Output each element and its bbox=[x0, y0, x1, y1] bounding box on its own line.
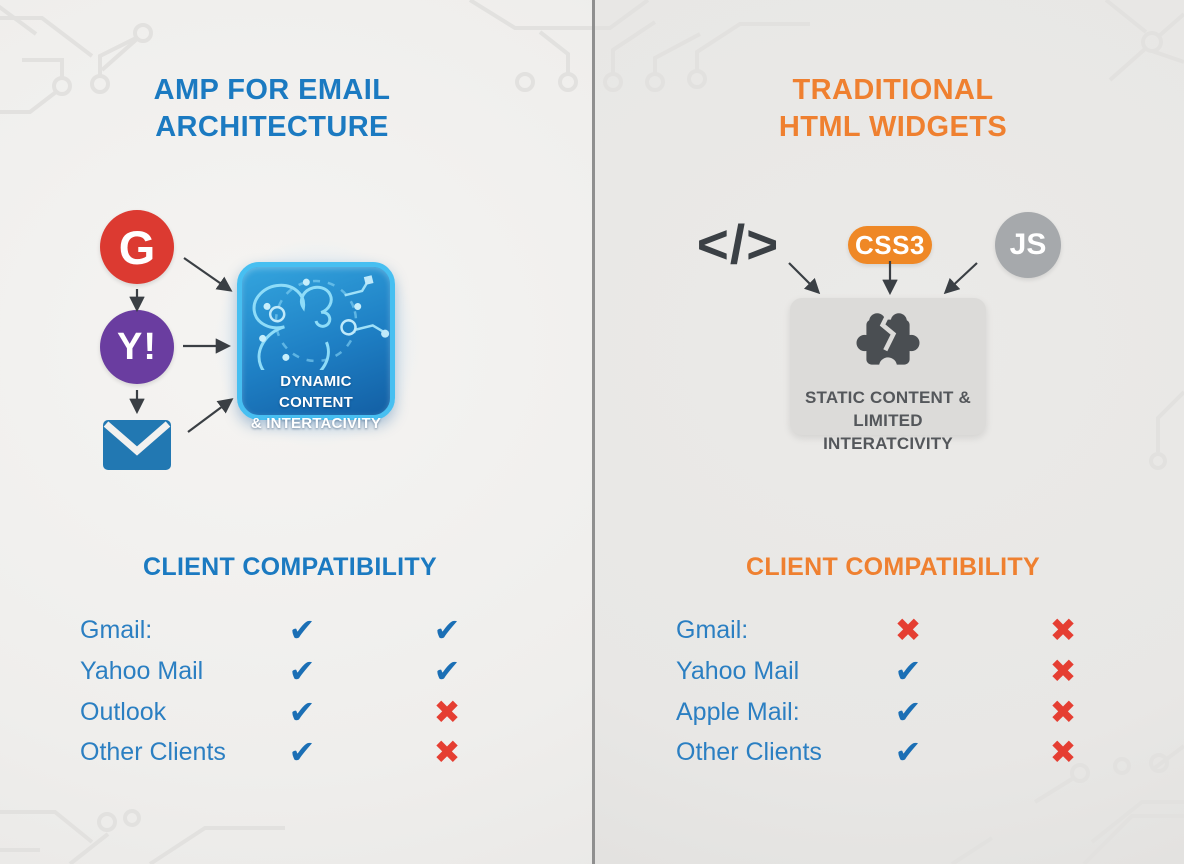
dynamic-spiral-icon bbox=[252, 275, 390, 370]
support-mark: ✔ bbox=[894, 734, 922, 770]
compat-row-gmail: Gmail: ✔ ✔ bbox=[80, 610, 520, 652]
amp-dynamic-box: DYNAMIC CONTENT & INTERTACIVITY bbox=[237, 262, 395, 432]
amp-title-line2: ARCHITECTURE bbox=[155, 111, 389, 143]
support-mark: ✔ bbox=[433, 653, 461, 689]
support-mark: ✔ bbox=[894, 653, 922, 689]
support-mark: ✖ bbox=[1049, 612, 1077, 648]
yahoo-icon: Y! bbox=[100, 310, 174, 384]
client-label: Other Clients bbox=[676, 738, 822, 766]
static-box-label-line2: LIMITED INTERATCIVITY bbox=[823, 411, 953, 453]
traditional-title-line1: TRADITIONAL bbox=[792, 74, 994, 106]
amp-title-line1: AMP FOR EMAIL bbox=[153, 74, 391, 106]
support-mark: ✔ bbox=[288, 694, 316, 730]
support-mark: ✔ bbox=[288, 734, 316, 770]
amp-box-label-line2: & INTERTACIVITY bbox=[250, 415, 382, 432]
client-label: Other Clients bbox=[80, 738, 226, 766]
support-mark: ✔ bbox=[894, 694, 922, 730]
compat-row-gmail: Gmail: ✖ ✖ bbox=[676, 610, 1116, 652]
amp-title: AMP FOR EMAIL ARCHITECTURE bbox=[72, 72, 472, 146]
client-label: Gmail: bbox=[676, 616, 749, 644]
css3-badge: CSS3 bbox=[848, 226, 932, 264]
traditional-title-line2: HTML WIDGETS bbox=[778, 111, 1008, 143]
static-content-box: STATIC CONTENT & LIMITED INTERATCIVITY bbox=[790, 298, 986, 453]
traditional-title: TRADITIONAL HTML WIDGETS bbox=[693, 72, 1093, 146]
trad-compat-heading: CLIENT COMPATIBILITY bbox=[746, 553, 1040, 581]
compat-row-outlook: Outlook ✔ ✖ bbox=[80, 692, 520, 734]
support-mark: ✔ bbox=[288, 653, 316, 689]
amp-box-label: DYNAMIC CONTENT & INTERTACIVITY bbox=[242, 371, 390, 434]
panel-divider bbox=[592, 0, 595, 864]
compat-row-other-clients: Other Clients ✔ ✖ bbox=[676, 732, 1116, 774]
support-mark: ✔ bbox=[433, 612, 461, 648]
compat-row-yahoo: Yahoo Mail ✔ ✔ bbox=[80, 651, 520, 693]
compat-row-other-clients: Other Clients ✔ ✖ bbox=[80, 732, 520, 774]
support-mark: ✖ bbox=[894, 612, 922, 648]
html-code-icon-text: </> bbox=[696, 213, 780, 275]
support-mark: ✔ bbox=[288, 612, 316, 648]
html-code-icon: </> bbox=[688, 209, 788, 279]
client-label: Apple Mail: bbox=[676, 698, 800, 726]
support-mark: ✖ bbox=[433, 734, 461, 770]
js-icon: JS bbox=[995, 212, 1061, 278]
client-label: Outlook bbox=[80, 698, 167, 726]
support-mark: ✖ bbox=[433, 694, 461, 730]
client-label: Gmail: bbox=[80, 616, 153, 644]
gmail-icon: G bbox=[100, 210, 174, 284]
amp-box-label-line1: DYNAMIC CONTENT bbox=[279, 373, 353, 411]
support-mark: ✖ bbox=[1049, 734, 1077, 770]
broken-puzzle-icon bbox=[856, 309, 920, 376]
static-box-label: STATIC CONTENT & LIMITED INTERATCIVITY bbox=[790, 386, 986, 455]
js-icon-text: JS bbox=[1009, 228, 1047, 261]
css3-badge-text: CSS3 bbox=[855, 229, 925, 260]
support-mark: ✖ bbox=[1049, 653, 1077, 689]
client-label: Yahoo Mail bbox=[676, 657, 800, 685]
static-box-label-line1: STATIC CONTENT & bbox=[805, 388, 971, 407]
email-envelope-icon bbox=[103, 420, 171, 475]
support-mark: ✖ bbox=[1049, 694, 1077, 730]
gmail-icon-letter: G bbox=[118, 220, 156, 274]
yahoo-icon-letter: Y! bbox=[117, 325, 157, 368]
compat-row-yahoo: Yahoo Mail ✔ ✖ bbox=[676, 651, 1116, 693]
compat-row-apple-mail: Apple Mail: ✔ ✖ bbox=[676, 692, 1116, 734]
client-label: Yahoo Mail bbox=[80, 657, 204, 685]
amp-compat-heading: CLIENT COMPATIBILITY bbox=[143, 553, 437, 581]
